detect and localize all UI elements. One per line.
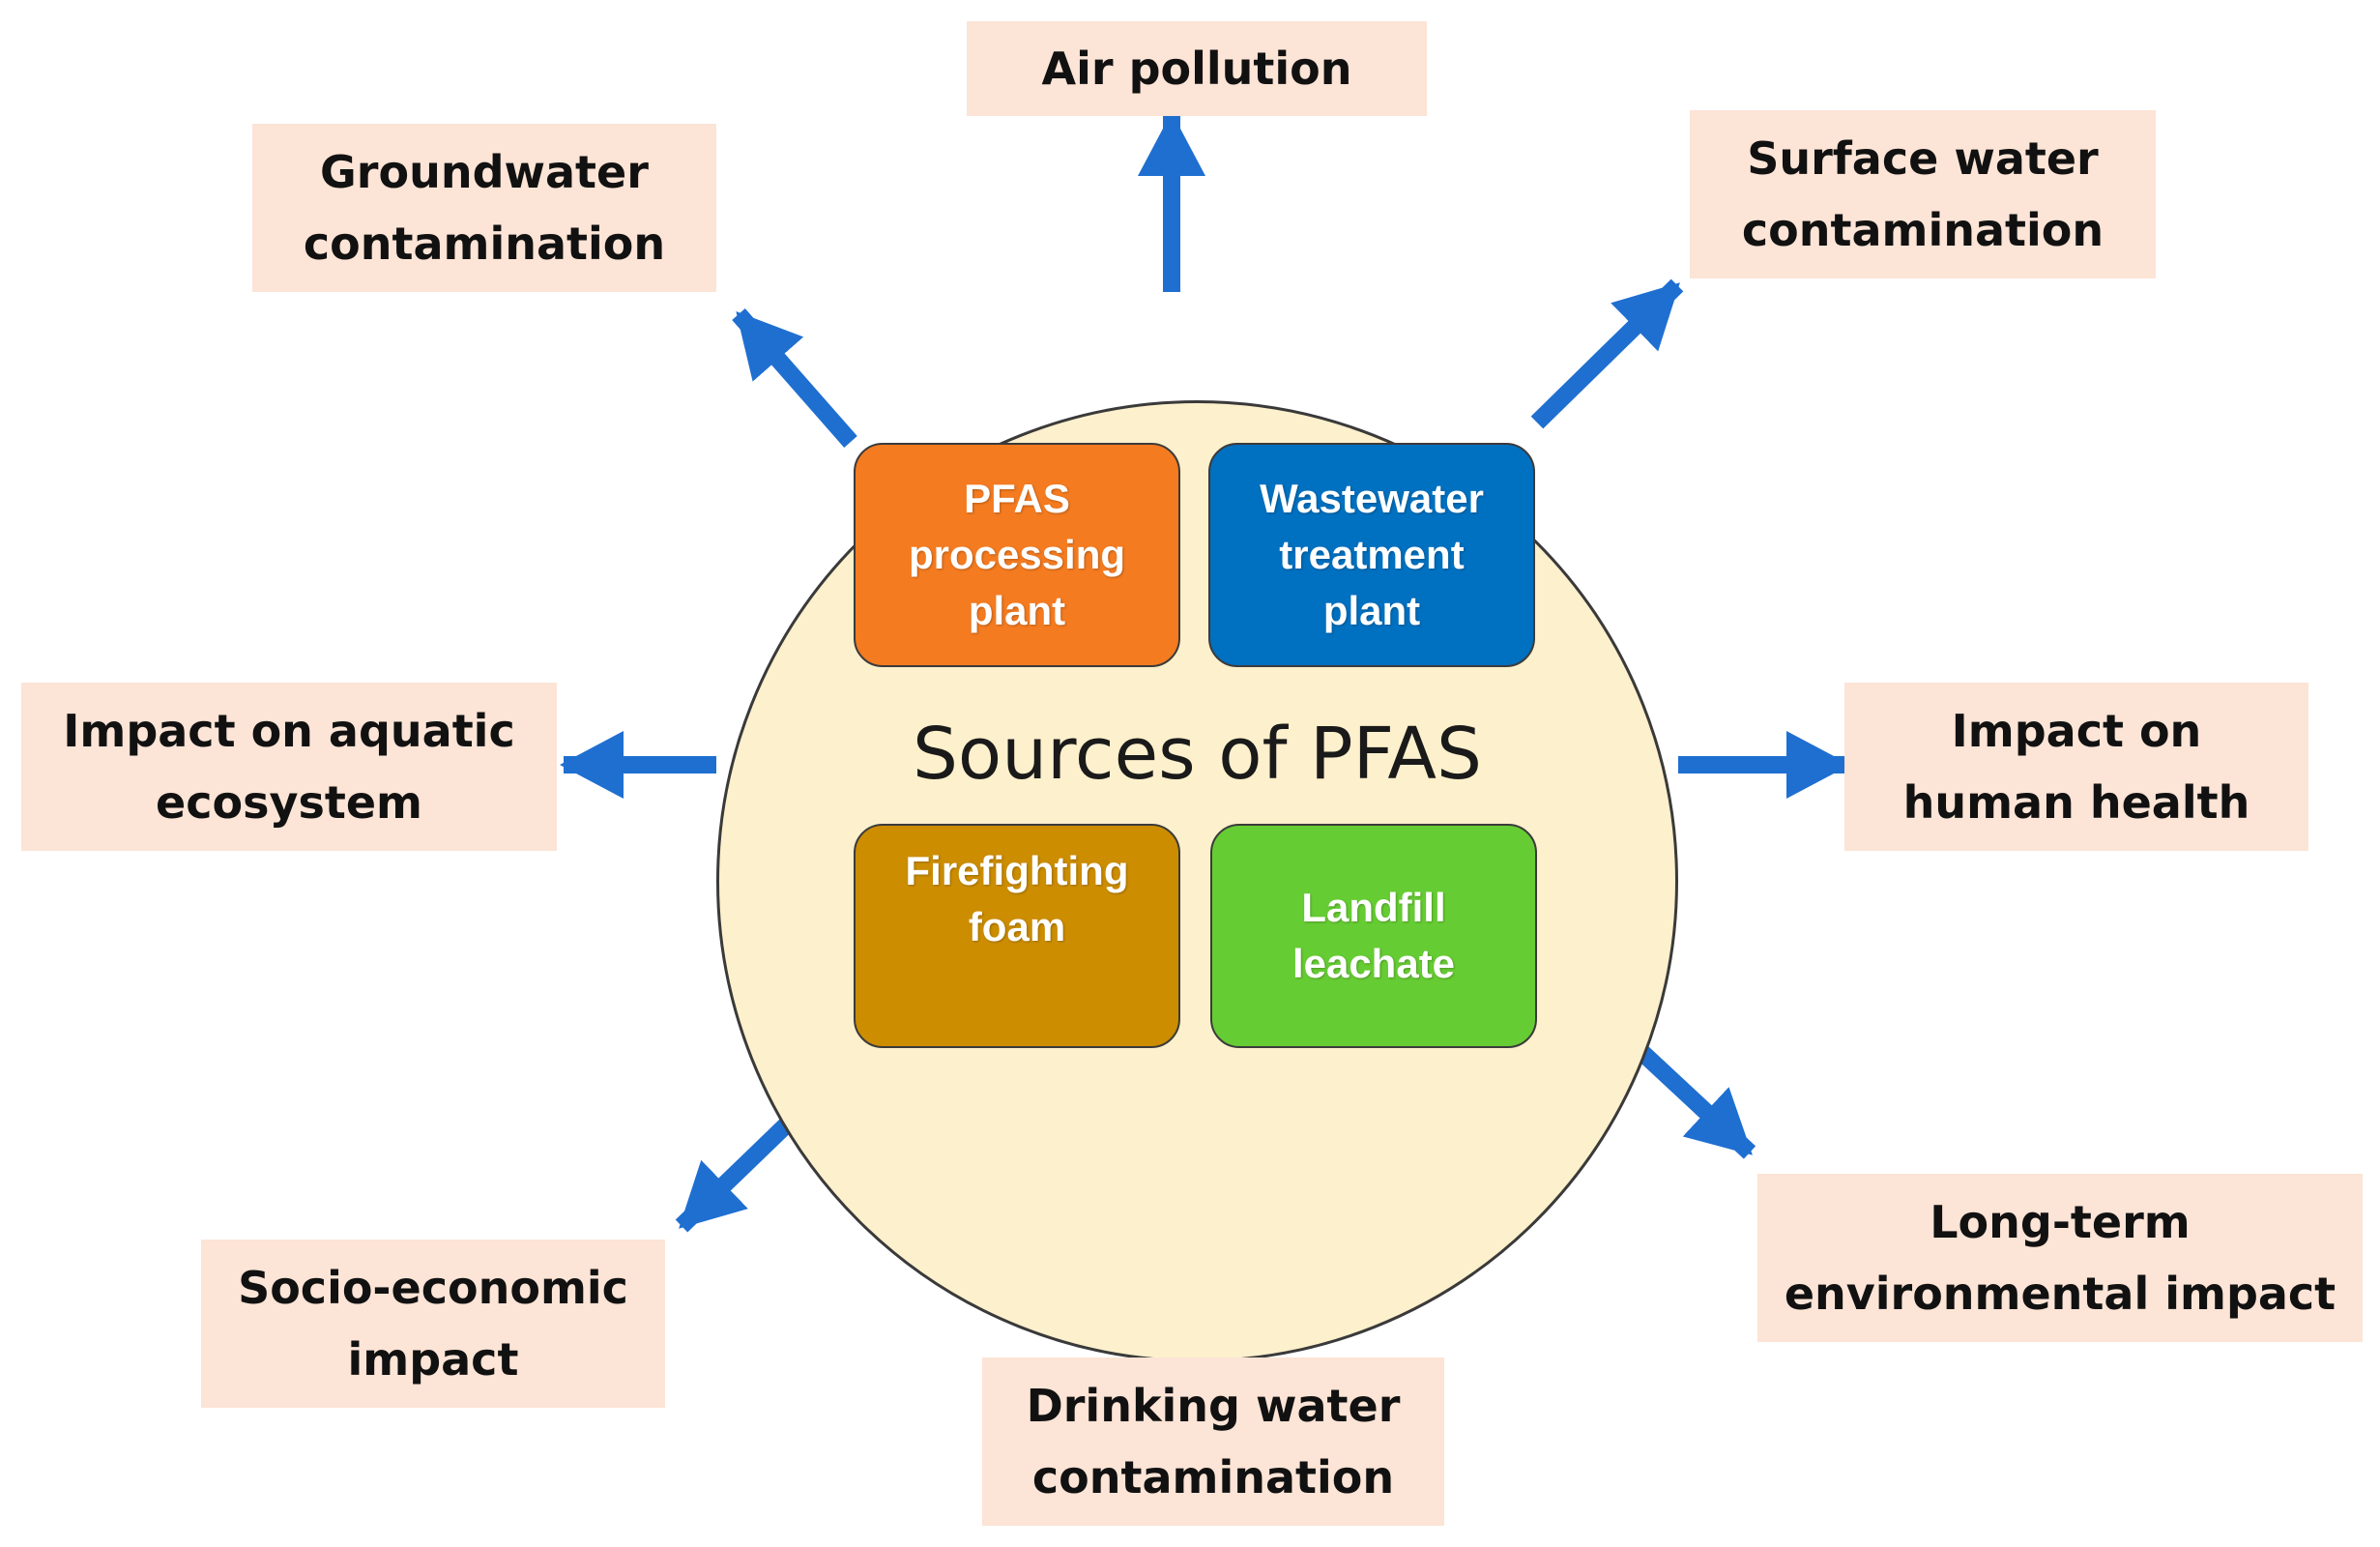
impact-air-pollution: Air pollution (967, 21, 1427, 116)
arrow-surface-water (1530, 278, 1684, 429)
impact-aquatic-ecosystem: Impact on aquatic ecosystem (21, 683, 557, 851)
impact-drinking-water-contamination: Drinking water contamination (982, 1357, 1444, 1526)
impact-groundwater-contamination: Groundwater contamination (252, 124, 716, 292)
source-wastewater-treatment-plant: Wastewater treatment plant (1208, 443, 1535, 667)
impact-surface-water-contamination: Surface water contamination (1690, 110, 2156, 278)
impact-human-health: Impact on human health (1844, 683, 2308, 851)
source-pfas-processing-plant: PFAS processing plant (854, 443, 1180, 667)
arrow-groundwater (732, 308, 857, 448)
impact-socio-economic: Socio-economic impact (201, 1240, 665, 1408)
center-title: Sources of PFAS (912, 713, 1483, 796)
source-landfill-leachate: Landfill leachate (1210, 824, 1537, 1048)
source-firefighting-foam: Firefighting foam (854, 824, 1180, 1048)
impact-long-term-environmental: Long-term environmental impact (1757, 1174, 2363, 1342)
